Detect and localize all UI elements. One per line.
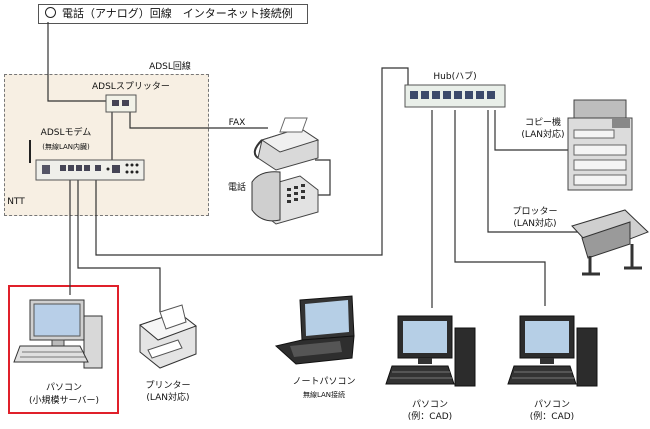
cad-pc-2-icon: [507, 315, 598, 387]
fax-label: FAX: [228, 118, 246, 128]
cable-modem-hub: [95, 67, 409, 256]
cable-fax-phone: [315, 159, 331, 196]
server-label: パソコン: [45, 383, 82, 393]
notebook-label: ノートパソコン: [292, 377, 356, 387]
splitter-label: ADSLスプリッター: [92, 82, 170, 92]
modem-label: ADSLモデム: [40, 128, 92, 138]
copier-label: コピー機: [524, 118, 561, 128]
hub-label: Hub(ハブ): [433, 72, 477, 82]
telephone-icon: [251, 171, 319, 225]
cables: [47, 22, 578, 312]
ntt-label: NTT: [7, 197, 25, 207]
cable-line-to-splitter: [47, 22, 108, 102]
diagram-title: 電話（アナログ）回線 インターネット接続例: [38, 4, 308, 24]
cable-modem-printer: [77, 180, 161, 312]
cable-hub-pc2: [454, 110, 546, 306]
plotter-label: プロッター: [512, 207, 558, 217]
cable-hub-plotter: [487, 110, 578, 233]
hub-device: [404, 84, 506, 108]
adsl-modem: [29, 140, 145, 181]
notebook-pc-icon: [274, 295, 355, 365]
plotter-icon: [571, 209, 649, 276]
cad-pc-1-icon: [385, 315, 476, 387]
printer-icon: [138, 304, 198, 369]
notebook-sublabel: 無線LAN接続: [302, 391, 346, 399]
server-sublabel: (小規模サーバー): [29, 396, 99, 406]
circle-icon: [45, 7, 56, 18]
pc2-label: パソコン: [533, 400, 570, 410]
phone-label: 電話: [227, 183, 246, 193]
pc2-sublabel: (例：CAD): [529, 412, 575, 422]
printer-label: プリンター: [145, 381, 191, 391]
fax-machine-icon: [253, 117, 320, 171]
server-highlight-box: [8, 285, 119, 414]
plotter-sublabel: (LAN対応): [513, 219, 557, 229]
cable-splitter-fax: [129, 110, 268, 129]
cable-hub-copier: [494, 110, 568, 151]
adsl-line-label: ADSL回線: [149, 62, 191, 72]
server-pc-icon: [13, 299, 103, 369]
modem-sublabel: (無線LAN内臓): [42, 143, 90, 151]
pc1-label: パソコン: [411, 400, 448, 410]
pc1-sublabel: (例：CAD): [407, 412, 453, 422]
printer-sublabel: (LAN対応): [146, 393, 190, 403]
copier-sublabel: (LAN対応): [521, 130, 565, 140]
copier-icon: [567, 99, 633, 191]
adsl-splitter: [105, 94, 137, 113]
